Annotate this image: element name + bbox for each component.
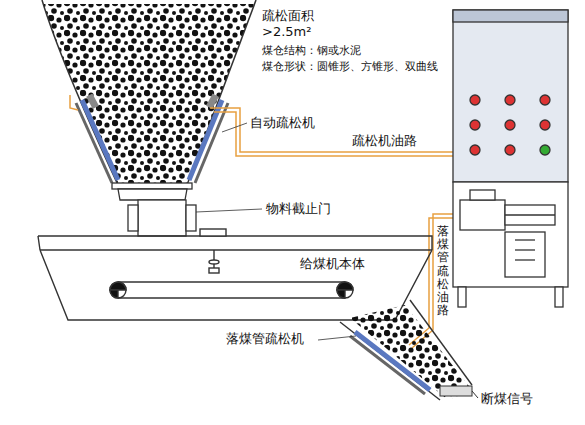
feeder-body bbox=[38, 229, 432, 320]
control-cabinet bbox=[453, 10, 568, 307]
area-note: 疏松面积 >2.5m² bbox=[262, 8, 330, 41]
coal-chute bbox=[318, 300, 478, 400]
part-name: 落煤管疏松机 bbox=[226, 331, 304, 347]
part-name: 给煤机本体 bbox=[300, 256, 365, 272]
part-name: 物料截止门 bbox=[266, 201, 331, 217]
structure-note: 煤仓结构：钢或水泥 bbox=[262, 44, 361, 58]
signal-name: 断煤信号 bbox=[481, 391, 533, 407]
part-name: 疏松机油路 bbox=[352, 133, 417, 149]
shape-note: 煤仓形状：圆锥形、方锥形、双曲线 bbox=[262, 60, 438, 74]
part-name: 落煤管疏松油路 bbox=[437, 225, 449, 317]
part-name: 自动疏松机 bbox=[250, 115, 315, 131]
material-gate bbox=[112, 183, 262, 236]
auto-loosener bbox=[76, 93, 228, 183]
coal-bunker bbox=[30, 4, 270, 189]
